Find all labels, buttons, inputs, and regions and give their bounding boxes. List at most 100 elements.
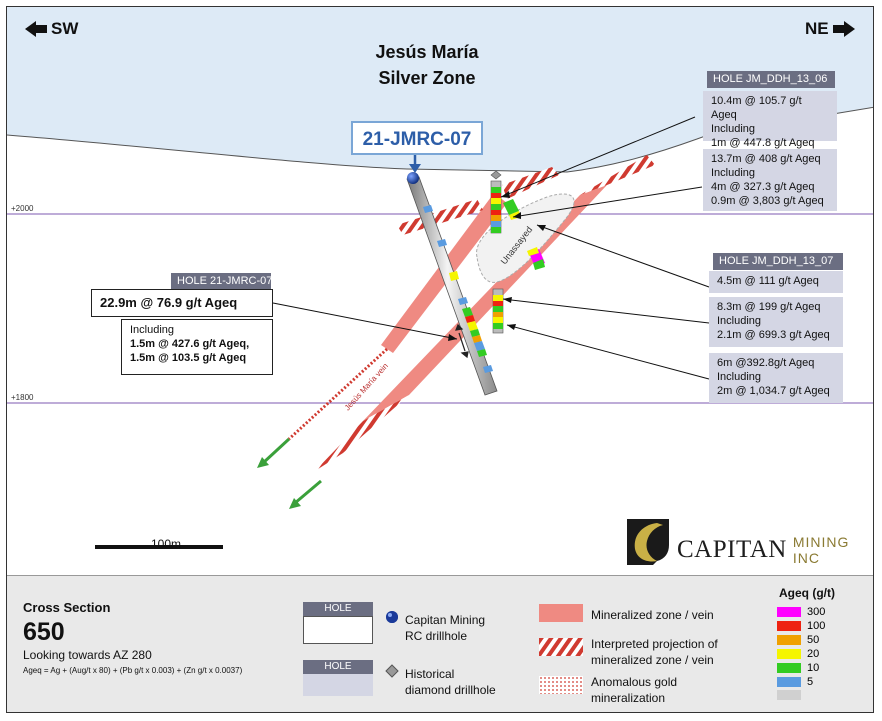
legend-historical-line1: Historical xyxy=(405,667,455,681)
legend-ramp-row: 100 xyxy=(777,620,825,632)
legend-looking: Looking towards AZ 280 xyxy=(23,648,152,662)
ddh07-result-2: 8.3m @ 199 g/t Ageq Including 2.1m @ 699… xyxy=(709,297,843,347)
ddh07-r3-line2: Including xyxy=(717,371,762,383)
legend-ramp-row: 50 xyxy=(777,634,819,646)
projection-arrow-upper xyxy=(257,437,291,468)
legend-ramp-swatch xyxy=(777,621,801,631)
ddh07-header: HOLE JM_DDH_13_07 xyxy=(713,253,843,270)
unassayed-zone xyxy=(476,193,575,283)
leader-arrowhead-1 xyxy=(501,191,510,198)
ddh07-result-3: 6m @392.8g/t Ageq Including 2m @ 1,034.7… xyxy=(709,353,843,403)
sw-label: SW xyxy=(51,19,79,38)
main-vein-zone xyxy=(363,185,607,421)
ddh06-result-2: 13.7m @ 408 g/t Ageq Including 4m @ 327.… xyxy=(703,149,837,211)
legend-ramp-row: 20 xyxy=(777,648,819,660)
legend-historical-hole: Historical diamond drillhole xyxy=(405,666,496,698)
legend-ramp-title: Ageq (g/t) xyxy=(779,586,835,600)
scale-label: 100m xyxy=(151,537,182,551)
legend-ramp-row xyxy=(777,690,807,700)
capitan-logo: CAPITAN MINING INC xyxy=(671,534,873,566)
legend-capitan-line2: RC drillhole xyxy=(405,629,468,643)
legend-gold-line1: Anomalous gold xyxy=(591,675,678,689)
legend-ramp-swatch xyxy=(777,607,801,617)
arrow-left-icon xyxy=(25,21,47,37)
legend-cross-section: Cross Section xyxy=(23,600,111,615)
capitan-logo-mark xyxy=(627,519,669,565)
arrow-right-icon xyxy=(832,21,855,37)
callout-leaders xyxy=(272,116,710,380)
ddh07-r2-line3: 2.1m @ 699.3 g/t Ageq xyxy=(717,329,830,341)
ddh06-r2-line3: 4m @ 327.3 g/t Ageq xyxy=(711,181,815,193)
legend-ramp-label: 5 xyxy=(807,676,814,688)
drillhole-21-jmrc-07 xyxy=(406,172,498,396)
legend-interpreted: Interpreted projection of mineralized zo… xyxy=(591,636,718,668)
legend-ramp-label: 50 xyxy=(807,634,820,646)
ne-direction: NE xyxy=(805,19,855,39)
legend-interpreted-line2: mineralized zone / vein xyxy=(591,653,714,667)
jmrc07-sub-line2: 1.5m @ 427.6 g/t Ageq, xyxy=(130,338,250,350)
projection-arrow-lower xyxy=(289,479,322,509)
sw-direction: SW xyxy=(25,19,78,39)
jmrc07-sub-line3: 1.5m @ 103.5 g/t Ageq xyxy=(130,352,247,364)
main-vein-hatched-lower xyxy=(315,395,409,471)
legend-capitan-line1: Capitan Mining xyxy=(405,613,486,627)
section-title: Jesús María Silver Zone xyxy=(337,39,517,91)
legend-gold: Anomalous gold mineralization xyxy=(591,674,677,706)
ddh07-result-1: 4.5m @ 111 g/t Ageq xyxy=(709,271,843,293)
legend-hole-header-1: HOLE xyxy=(303,602,373,616)
legend-interpreted-line1: Interpreted projection of xyxy=(591,637,718,651)
drillhole-jm-ddh-13-07 xyxy=(492,247,545,334)
leader-arrowhead-2 xyxy=(513,212,521,219)
ddh06-r2-line1: 13.7m @ 408 g/t Ageq xyxy=(711,153,821,165)
ddh07-r1-line1: 4.5m @ 111 g/t Ageq xyxy=(717,275,819,287)
jmrc07-sub-line1: Including xyxy=(130,324,175,336)
section-canvas: Unassayed Jesús María vein xyxy=(7,7,873,565)
ddh07-r3-line3: 2m @ 1,034.7 g/t Ageq xyxy=(717,385,830,397)
legend-gold-swatch xyxy=(539,676,583,694)
legend-ramp-swatch xyxy=(777,635,801,645)
legend-ramp-row: 10 xyxy=(777,662,819,674)
jmrc07-sub-results: Including 1.5m @ 427.6 g/t Ageq, 1.5m @ … xyxy=(121,319,273,375)
jmrc07-main-result: 22.9m @ 76.9 g/t Ageq xyxy=(91,289,273,317)
legend-mineralized-swatch xyxy=(539,604,583,622)
legend-interpreted-swatch xyxy=(539,638,583,656)
scale-bar xyxy=(95,545,223,549)
drillhole-jm-ddh-13-06 xyxy=(490,170,521,234)
logo-name: CAPITAN xyxy=(677,536,787,563)
ddh07-r2-line2: Including xyxy=(717,315,762,327)
ddh06-r2-line4: 0.9m @ 3,803 g/t Ageq xyxy=(711,195,824,207)
interval-bracket xyxy=(455,323,469,359)
ddh06-result-1: 10.4m @ 105.7 g/t Ageq Including 1m @ 44… xyxy=(703,91,837,149)
ddh06-r1-line2: Including xyxy=(711,123,756,135)
leader-arrowhead-4 xyxy=(503,297,512,303)
jmrc07-header: HOLE 21-JMRC-07 xyxy=(171,273,272,290)
leader-arrowhead-5 xyxy=(507,324,516,330)
legend-ramp-label: 20 xyxy=(807,648,820,660)
legend-hole-header-2: HOLE xyxy=(303,660,373,674)
title-line2: Silver Zone xyxy=(378,68,476,88)
legend-hole-box-white xyxy=(303,616,373,644)
legend-capitan-hole: Capitan Mining RC drillhole xyxy=(405,612,485,644)
legend-mineralized: Mineralized zone / vein xyxy=(591,608,714,622)
cross-section-frame: Unassayed Jesús María vein xyxy=(6,6,874,713)
legend-gold-line2: mineralization xyxy=(591,691,666,705)
title-line1: Jesús María xyxy=(375,42,479,62)
legend-ramp-row: 5 xyxy=(777,676,813,688)
ddh06-r1-line3: 1m @ 447.8 g/t Ageq xyxy=(711,137,815,149)
legend-ramp-swatch xyxy=(777,690,801,700)
capitan-hole-icon xyxy=(386,611,398,623)
legend-ramp-swatch xyxy=(777,677,801,687)
ddh06-r2-line2: Including xyxy=(711,167,756,179)
legend-hole-box-gray xyxy=(303,674,373,696)
ddh07-r3-line1: 6m @392.8g/t Ageq xyxy=(717,357,815,369)
surface-hatched-projection xyxy=(397,199,483,235)
main-vein-hatched-upper xyxy=(580,155,655,195)
legend-ramp-swatch xyxy=(777,663,801,673)
legend-panel: Cross Section 650 Looking towards AZ 280… xyxy=(7,575,873,712)
legend-ramp-row: 300 xyxy=(777,606,825,618)
leader-arrowhead-6 xyxy=(448,334,457,341)
legend-ramp-label: 100 xyxy=(807,620,826,632)
elevation-label-2000: +2000 xyxy=(11,204,34,213)
legend-ramp-label: 10 xyxy=(807,662,820,674)
leader-arrowhead-3 xyxy=(537,225,546,231)
